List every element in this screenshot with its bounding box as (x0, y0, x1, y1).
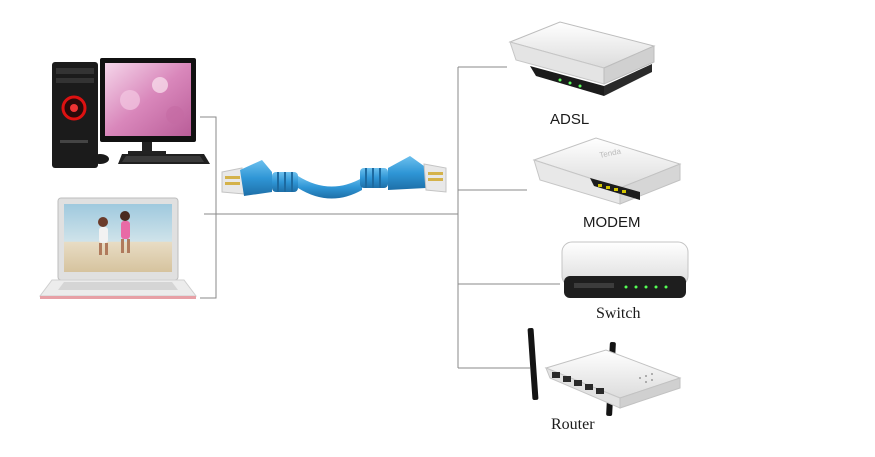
switch-device-icon (561, 241, 689, 298)
desktop-computer-icon (52, 58, 210, 168)
adsl-device-icon (508, 21, 656, 96)
ethernet-cable-icon (221, 156, 447, 199)
laptop-icon (39, 197, 197, 299)
modem-device-icon: Tenda (532, 137, 682, 205)
modem-label: MODEM (583, 214, 641, 231)
router-label: Router (551, 416, 595, 433)
router-device-icon (527, 328, 682, 417)
adsl-label: ADSL (550, 111, 590, 128)
connector-lines (200, 66, 560, 369)
switch-label: Switch (596, 305, 641, 322)
bracket-left (200, 116, 217, 299)
